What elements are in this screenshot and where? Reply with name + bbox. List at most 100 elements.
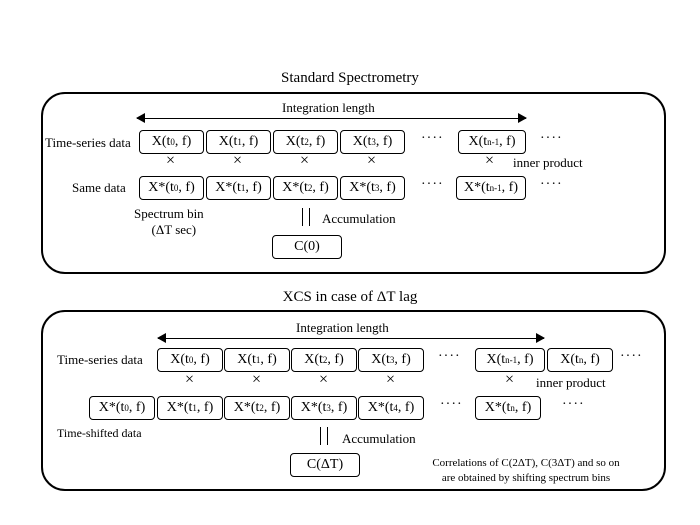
cell-prefix: X*(t [98, 400, 125, 415]
cell-suffix: , f) [397, 400, 415, 415]
cell-suffix: , f) [517, 352, 534, 367]
cell-suffix: , f) [379, 180, 396, 195]
cell-subscript: 2 [259, 403, 264, 413]
cell-subscript: 3 [326, 403, 331, 413]
cell-subscript: 3 [371, 137, 376, 147]
std-row2-ellipsis-end: ···· [540, 177, 563, 192]
cell-prefix: X(t [371, 352, 390, 367]
cell-prefix: X(t [468, 134, 488, 149]
cell-prefix: X*(t [233, 400, 260, 415]
xcs-integration-arrow [157, 332, 545, 343]
cell-suffix: , f) [241, 134, 259, 149]
xcs-panel [41, 310, 666, 491]
cell-subscript: 2 [304, 137, 309, 147]
xcs-row1-ellipsis-end: ···· [620, 349, 643, 364]
std-row1-ellipsis: ···· [421, 131, 444, 146]
cell-prefix: X*(t [349, 180, 375, 195]
xcs-result-box: C(ΔT) [290, 453, 360, 477]
std-times-sign: × [367, 152, 377, 169]
cell-prefix: X*(t [282, 180, 308, 195]
cell-subscript: 1 [237, 137, 242, 147]
cell-subscript: 4 [393, 403, 398, 413]
std-accumulation-bars [302, 208, 310, 226]
cell-suffix: , f) [394, 352, 411, 367]
cell-subscript: 1 [192, 403, 197, 413]
cell-prefix: X(t [304, 352, 323, 367]
cell-suffix: , f) [260, 352, 277, 367]
cell-suffix: , f) [375, 134, 393, 149]
cell-prefix: X(t [218, 134, 238, 149]
std-spectrum-bin-label: Spectrum bin (ΔT sec) [134, 206, 204, 238]
xcs-correlations-note: Correlations of C(2ΔT), C(3ΔT) and so on… [410, 456, 642, 486]
cell-suffix: , f) [308, 134, 326, 149]
xcs-times-sign: × [386, 371, 396, 388]
cell-subscript: 0 [170, 137, 175, 147]
xcs-times-sign: × [185, 371, 195, 388]
cell-subscript: 0 [124, 403, 129, 413]
cell-suffix: , f) [263, 400, 281, 415]
cell-prefix: X*(t [367, 400, 394, 415]
std-same-data-label: Same data [72, 180, 126, 195]
note-line-2: are obtained by shifting spectrum bins [441, 472, 611, 484]
spectrum-bin-line-2: (ΔT sec) [151, 222, 197, 237]
spectrum-bin-line-1: Spectrum bin [134, 206, 204, 221]
cell-prefix: X(t [486, 352, 506, 367]
xcs-inner-product-label: inner product [536, 375, 606, 390]
std-times-sign: × [300, 152, 310, 169]
std-times-sign: × [485, 152, 495, 169]
cell-subscript: n-1 [505, 355, 518, 365]
cell-subscript: n [578, 355, 584, 365]
cell-suffix: , f) [193, 352, 210, 367]
std-integration-label: Integration length [282, 100, 375, 115]
cell-prefix: X(t [237, 352, 256, 367]
cell-prefix: X*(t [166, 400, 193, 415]
cell-subscript: 2 [322, 355, 328, 365]
cell-suffix: , f) [245, 180, 262, 195]
cell-suffix: , f) [196, 400, 214, 415]
cell-subscript: 3 [389, 355, 395, 365]
cell-suffix: , f) [327, 352, 344, 367]
cell-prefix: X(t [285, 134, 305, 149]
xcs-times-sign: × [252, 371, 262, 388]
cell-suffix: , f) [312, 180, 329, 195]
cell-subscript: 2 [307, 183, 313, 193]
std-times-sign: × [166, 152, 176, 169]
cell-suffix: , f) [178, 180, 195, 195]
cell-suffix: , f) [514, 400, 532, 415]
cell-suffix: , f) [583, 352, 600, 367]
std-times-sign: × [233, 152, 243, 169]
xcs-row2-ellipsis: ···· [440, 397, 463, 412]
cell-subscript: 1 [240, 183, 246, 193]
cell-prefix: X(t [352, 134, 372, 149]
cell-subscript: 1 [255, 355, 261, 365]
xcs-times-sign: × [505, 371, 515, 388]
cell-suffix: , f) [174, 134, 192, 149]
cell-subscript: 3 [374, 183, 380, 193]
cell-suffix: , f) [499, 134, 516, 149]
cell-prefix: X*(t [148, 180, 174, 195]
cell-suffix: , f) [128, 400, 146, 415]
std-accumulation-label: Accumulation [322, 211, 396, 226]
xcs-time-shifted-label: Time-shifted data [57, 426, 142, 440]
cell-subscript: 0 [188, 355, 194, 365]
standard-spectrometry-panel [41, 92, 666, 274]
cell-prefix: X*(t [215, 180, 241, 195]
cell-prefix: X(t [560, 352, 579, 367]
cell-suffix: , f) [330, 400, 348, 415]
cell-prefix: X*(t [464, 180, 490, 195]
